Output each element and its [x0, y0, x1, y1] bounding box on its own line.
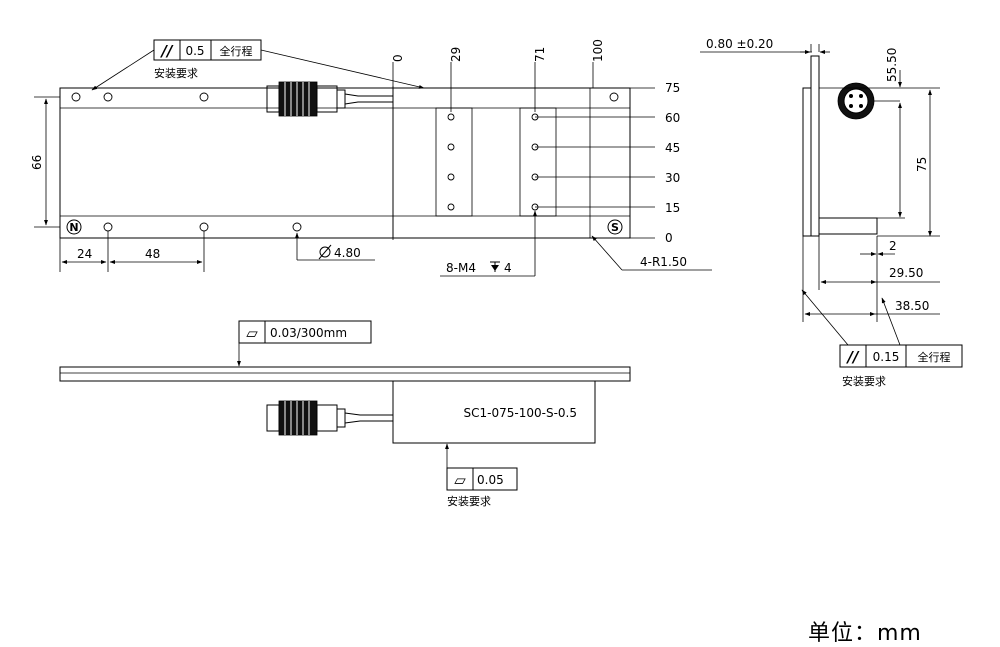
- part-number: SC1-075-100-S-0.5: [464, 406, 577, 420]
- right-scale-60: 60: [665, 111, 680, 125]
- top-scale-29: 29: [449, 47, 463, 62]
- side-parallel-symbol: //: [846, 348, 860, 366]
- thread-hole: [447, 173, 455, 181]
- flatness-rail-value: 0.03/300mm: [270, 326, 347, 340]
- side-parallel-scope: 全行程: [918, 350, 951, 364]
- mount-hole: [71, 92, 81, 102]
- south-marker: S: [607, 219, 623, 235]
- right-scale-45: 45: [665, 141, 680, 155]
- right-scale-75: 75: [665, 81, 680, 95]
- connector-face-icon: [837, 82, 875, 120]
- side-75-dim: 75: [915, 157, 929, 172]
- flatness-symbol: ▱: [246, 324, 258, 342]
- right-scale-30: 30: [665, 171, 680, 185]
- parallel-scope: 全行程: [220, 44, 253, 58]
- depth-icon: [490, 261, 500, 272]
- connector-icon: [266, 81, 393, 117]
- front-view: N S 0 29 71 100 75 60 45 30 15 0 66: [30, 39, 712, 277]
- carriage-block: [392, 87, 631, 239]
- parallel-symbol: //: [160, 42, 174, 60]
- corner-radius-dim: 4-R1.50: [640, 255, 687, 269]
- connector-side-icon: [266, 400, 393, 436]
- right-scale-15: 15: [665, 201, 680, 215]
- mount-hole: [199, 92, 209, 102]
- side-view: 0.80 ±0.20 55.50 75 2 29.50 38.50: [700, 37, 963, 388]
- thread-hole: [447, 203, 455, 211]
- side-parallel-note: 安装要求: [842, 374, 886, 388]
- block-flatness-symbol: ▱: [454, 471, 466, 489]
- side-2-dim: 2: [889, 239, 897, 253]
- block-flatness-value: 0.05: [477, 473, 504, 487]
- height-dim: 66: [30, 155, 44, 170]
- unit-label: 单位：mm: [808, 621, 922, 646]
- carriage-block-side: [392, 380, 596, 444]
- thread-depth-dim: 4: [504, 261, 512, 275]
- block-flatness-note: 安装要求: [447, 494, 491, 508]
- pitch-first-dim: 24: [77, 247, 92, 261]
- parallel-note: 安装要求: [154, 66, 198, 80]
- hole-diameter-dim: 4.80: [334, 246, 361, 260]
- south-label: S: [611, 221, 619, 234]
- mount-hole: [103, 222, 113, 232]
- gap-dim: 0.80 ±0.20: [706, 37, 773, 51]
- bottom-view: SC1-075-100-S-0.5 ▱ 0.03/300mm ▱: [59, 320, 631, 508]
- thread-dim: 8-M4: [446, 261, 476, 275]
- mount-hole: [292, 222, 302, 232]
- thread-hole: [447, 143, 455, 151]
- parallel-tolerance-side: // 0.15 全行程 安装要求: [801, 289, 963, 388]
- north-label: N: [69, 221, 78, 234]
- top-scale-0: 0: [391, 54, 405, 62]
- side-55-dim: 55.50: [885, 48, 899, 82]
- mount-hole: [609, 92, 619, 102]
- top-scale-71: 71: [533, 47, 547, 62]
- side-38-dim: 38.50: [895, 299, 929, 313]
- parallel-tolerance-top: // 0.5 全行程 安装要求: [91, 39, 425, 91]
- pitch-dim: 48: [145, 247, 160, 261]
- top-scale-100: 100: [591, 39, 605, 62]
- mount-hole: [199, 222, 209, 232]
- mount-hole: [103, 92, 113, 102]
- flatness-tolerance-block: ▱ 0.05 安装要求: [445, 443, 518, 508]
- parallel-value: 0.5: [185, 44, 204, 58]
- north-marker: N: [66, 219, 82, 235]
- thread-hole: [447, 113, 455, 121]
- side-29-dim: 29.50: [889, 266, 923, 280]
- diameter-icon: [318, 244, 332, 260]
- flatness-tolerance-rail: ▱ 0.03/300mm: [237, 320, 372, 367]
- side-parallel-value: 0.15: [873, 350, 900, 364]
- right-scale-0: 0: [665, 231, 673, 245]
